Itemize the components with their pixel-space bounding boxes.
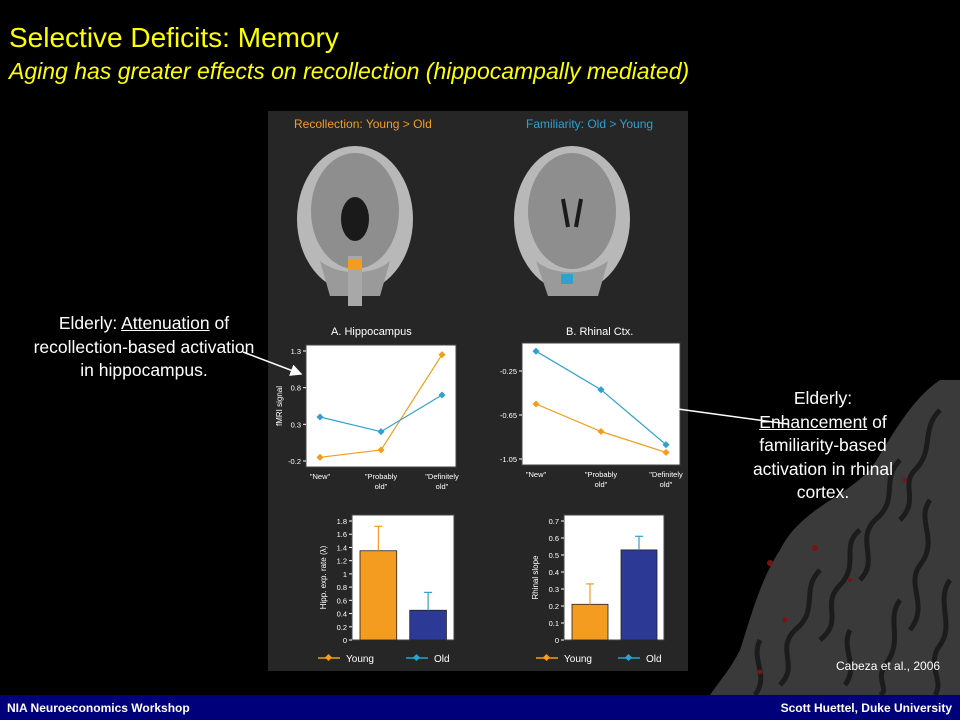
callout-left-underlined: Attenuation (121, 313, 210, 333)
exp-rate-ylabel: Hipp. exp. rate (λ) (319, 545, 328, 609)
rhinal-point-young (597, 427, 605, 436)
rhinal-ytick-label: -1.05 (500, 455, 517, 464)
panel-a-title: A. Hippocampus (331, 326, 412, 338)
slope-ytick-label: 0.1 (549, 619, 559, 628)
panel-b-title: B. Rhinal Ctx. (566, 326, 633, 338)
recollection-label: Recollection: Young > Old (294, 117, 432, 131)
rhinal-xtick-label: old" (595, 480, 608, 489)
footer-right: Scott Huettel, Duke University (780, 701, 952, 715)
footer-left: NIA Neuroeconomics Workshop (7, 701, 190, 715)
hipp-ytick-label: 0.8 (291, 384, 301, 393)
hipp-ytick-label: 1.3 (291, 347, 301, 356)
familiarity-label: Familiarity: Old > Young (526, 117, 653, 131)
callout-right-rest: of familiarity-based activation in rhina… (752, 411, 894, 503)
exp-rate-ytick-label: 1 (343, 570, 347, 579)
hipp-xtick-label: old" (375, 482, 388, 491)
exp-rate-ytick-label: 0.4 (337, 610, 347, 619)
hipp-point-young (438, 351, 446, 359)
rhinal-point-young (532, 400, 540, 408)
legend-right-old: Old (646, 654, 662, 665)
hipp-point-old (438, 391, 446, 399)
slope-ytick-label: 0.7 (549, 517, 559, 526)
rhinal-xtick-label: "Definitely (649, 470, 683, 479)
slide-subtitle: Aging has greater effects on recollectio… (9, 58, 690, 84)
callout-right-underlined: Enhancement (759, 411, 868, 432)
hippocampus-activation (348, 259, 362, 270)
rhinal-xtick-label: "New" (526, 470, 547, 479)
exp-rate-bar-young (359, 550, 398, 641)
slope-ytick-label: 0.5 (549, 551, 559, 560)
hipp-ylabel: fMRI signal (275, 386, 284, 426)
rhinal-point-old (597, 386, 605, 394)
callout-right: Elderly: Enhancement of familiarity-base… (733, 387, 913, 505)
hipp-point-old (316, 413, 324, 421)
hipp-point-young (316, 453, 324, 461)
slide-title: Selective Deficits: Memory (9, 22, 339, 53)
callout-left: Elderly: Attenuation of recollection-bas… (33, 312, 255, 383)
exp-rate-ytick-label: 1.6 (337, 530, 347, 539)
brain-illustration (710, 380, 960, 695)
rhinal-xtick-label: old" (660, 480, 673, 489)
citation: Cabeza et al., 2006 (836, 659, 941, 673)
rhinal-ytick-label: -0.25 (500, 367, 517, 376)
legend-left-young: Young (346, 654, 374, 665)
hipp-xtick-label: "Probably (365, 472, 398, 481)
exp-rate-bar-old (409, 609, 447, 641)
rhinal-point-old (532, 347, 540, 355)
brain-slice-right (514, 146, 630, 296)
callout-left-prefix: Elderly: (58, 313, 122, 333)
slope-ytick-label: 0 (555, 636, 559, 645)
hipp-ytick-label: -0.2 (288, 457, 301, 466)
rhinal-plot-area (521, 342, 681, 466)
exp-rate-ytick-label: 0.6 (337, 596, 347, 605)
hipp-ytick-label: 0.3 (291, 420, 301, 429)
slope-ytick-label: 0.3 (549, 585, 559, 594)
exp-rate-ytick-label: 0.8 (337, 583, 347, 592)
rhinal-point-old (662, 441, 670, 449)
legend-left-old: Old (434, 654, 450, 665)
hipp-xtick-label: "New" (310, 472, 331, 481)
chart-hipp-exp-rate: 1.8 1.6 1.4 1.2 1 0.8 0.6 0.4 0.2 0 Hipp. exp. rat… (319, 514, 455, 645)
exp-rate-ytick-label: 1.4 (337, 543, 347, 552)
hipp-xtick-label: old" (436, 482, 449, 491)
chart-rhinal: -0.25-0.65-1.05"New""Probablyold""Defini… (500, 342, 683, 489)
slope-ytick-label: 0.4 (549, 568, 559, 577)
callout-right-prefix: Elderly: (793, 388, 853, 408)
legend-right-young: Young (564, 654, 592, 665)
arrow-right (654, 401, 789, 425)
legend-right: Young Old (536, 653, 662, 665)
figure-svg: Recollection: Young > Old Familiarity: O… (268, 111, 688, 671)
brain-slice-left (297, 146, 413, 306)
footer-bar: NIA Neuroeconomics Workshop Scott Huette… (0, 695, 960, 720)
chart-rhinal-slope: 0.7 0.6 0.5 0.4 0.3 0.2 0.1 0 Rhinal slope (531, 514, 665, 645)
hipp-xtick-label: "Definitely (425, 472, 459, 481)
slope-ylabel: Rhinal slope (531, 555, 540, 600)
exp-rate-ytick-label: 0.2 (337, 623, 347, 632)
slope-bar-young (571, 603, 609, 641)
legend-left: Young Old (318, 653, 450, 665)
figure-panel: Recollection: Young > Old Familiarity: O… (268, 111, 688, 671)
slope-ytick-label: 0.6 (549, 534, 559, 543)
hipp-point-old (377, 428, 385, 436)
exp-rate-ytick-label: 0 (343, 636, 347, 645)
callout-left-rest: of recollection-based activation in hipp… (33, 313, 255, 380)
arrow-left (242, 351, 303, 376)
exp-rate-ytick-label: 1.8 (337, 517, 347, 526)
rhinal-xtick-label: "Probably (585, 470, 618, 479)
slope-ytick-label: 0.2 (549, 602, 559, 611)
chart-hippocampus: 1.30.80.3-0.2"New""Probablyold""Definite… (275, 344, 459, 491)
rhinal-ytick-label: -0.65 (500, 411, 517, 420)
rhinal-point-young (662, 448, 670, 456)
hipp-point-young (377, 446, 385, 454)
slope-bar-old (620, 549, 658, 641)
exp-rate-ytick-label: 1.2 (337, 557, 347, 566)
rhinal-activation (561, 274, 573, 284)
